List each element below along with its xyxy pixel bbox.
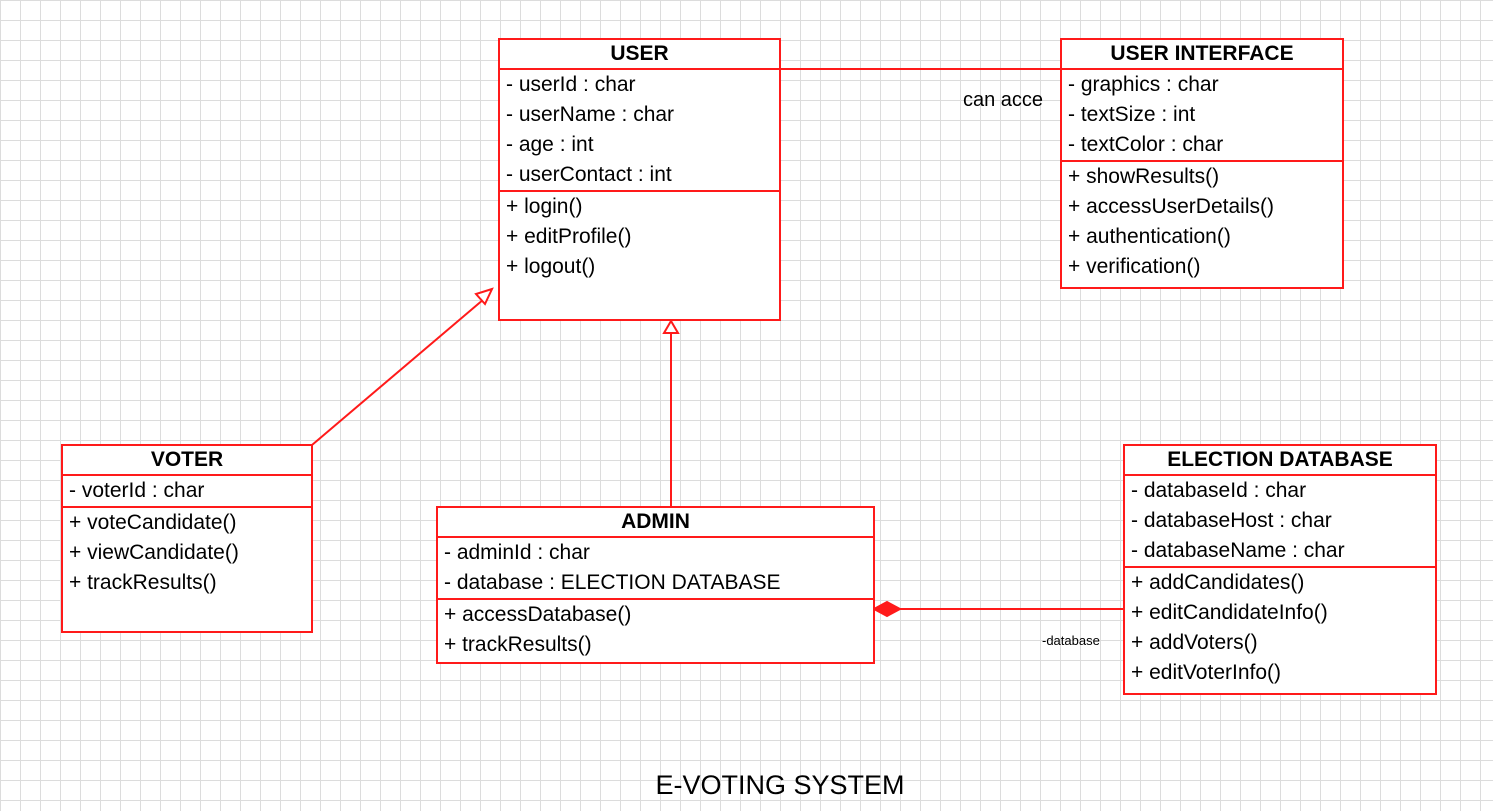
method: + trackResults() [69,571,217,594]
attribute: - userId : char [506,73,636,96]
method: + addCandidates() [1131,571,1305,594]
attribute: - userName : char [506,103,675,126]
class-user-interface[interactable]: USER INTERFACE - graphics : char - textS… [1060,38,1344,289]
attribute: - databaseId : char [1131,479,1307,502]
diagram-caption: E-VOTING SYSTEM [655,770,905,800]
method: + accessDatabase() [444,603,632,626]
method: + accessUserDetails() [1068,195,1274,218]
attributes-section: - adminId : char - database : ELECTION D… [438,538,873,600]
methods-section: + login() + editProfile() + logout() [500,192,779,282]
attribute: - adminId : char [444,541,590,564]
generalization-arrowhead-admin [662,319,680,334]
method: + addVoters() [1131,631,1258,654]
attribute: - databaseName : char [1131,539,1345,562]
methods-section: + accessDatabase() + trackResults() [438,600,873,660]
attribute: - graphics : char [1068,73,1219,96]
class-voter[interactable]: VOTER - voterId : char + voteCandidate()… [61,444,313,633]
method: + voteCandidate() [69,511,237,534]
method: + verification() [1068,255,1201,278]
attribute: - textColor : char [1068,133,1224,156]
method: + viewCandidate() [69,541,239,564]
methods-section: + voteCandidate() + viewCandidate() + tr… [63,508,311,598]
method: + trackResults() [444,633,592,656]
attribute: - database : ELECTION DATABASE [444,571,781,594]
method: + logout() [506,255,596,278]
attribute: - voterId : char [69,479,205,502]
attributes-section: - graphics : char - textSize : int - tex… [1062,70,1342,162]
attribute: - textSize : int [1068,103,1196,126]
method: + showResults() [1068,165,1220,188]
class-admin[interactable]: ADMIN - adminId : char - database : ELEC… [436,506,875,664]
attribute: - userContact : int [506,163,672,186]
methods-section: + showResults() + accessUserDetails() + … [1062,162,1342,282]
class-name: ELECTION DATABASE [1125,446,1435,476]
class-election-database[interactable]: ELECTION DATABASE - databaseId : char - … [1123,444,1437,695]
attributes-section: - voterId : char [63,476,311,508]
association-label: can acce [963,89,1044,111]
method: + editCandidateInfo() [1131,601,1328,624]
class-name: VOTER [63,446,311,476]
attribute: - age : int [506,133,594,156]
generalization-voter-user[interactable] [311,298,485,446]
attribute: - databaseHost : char [1131,509,1332,532]
method: + editVoterInfo() [1131,661,1282,684]
class-name: USER [500,40,779,70]
composition-diamond [871,600,903,618]
methods-section: + addCandidates() + editCandidateInfo() … [1125,568,1435,688]
method: + login() [506,195,583,218]
class-name: ADMIN [438,508,873,538]
composition-role-label: -database [1042,633,1100,648]
class-user[interactable]: USER - userId : char - userName : char -… [498,38,781,321]
method: + editProfile() [506,225,632,248]
method: + authentication() [1068,225,1231,248]
attributes-section: - userId : char - userName : char - age … [500,70,779,192]
generalization-arrowhead-voter [474,287,494,306]
class-name: USER INTERFACE [1062,40,1342,70]
attributes-section: - databaseId : char - databaseHost : cha… [1125,476,1435,568]
